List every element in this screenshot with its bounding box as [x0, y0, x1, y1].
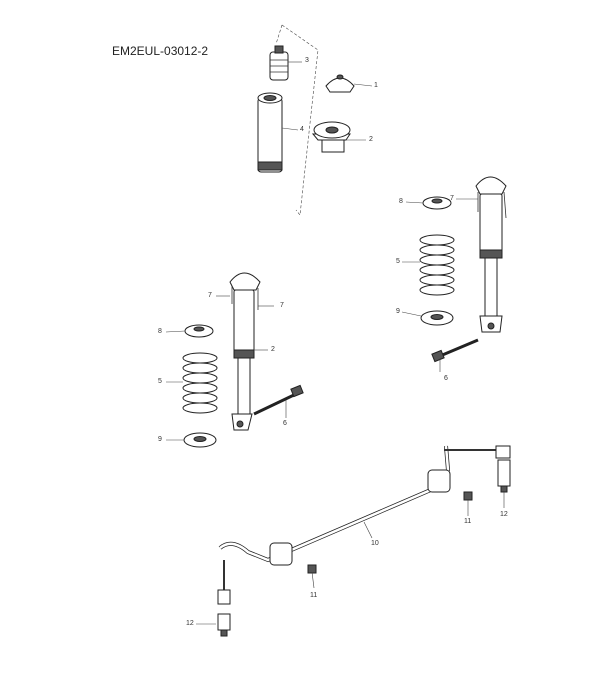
left-upper-spring-seat-hole [193, 326, 205, 332]
callout-6-right: 6 [444, 375, 448, 382]
assembly-guide-line [281, 24, 319, 216]
callout-9-left: 9 [158, 436, 162, 443]
right-stabilizer-link [444, 445, 511, 493]
callout-2-top: 2 [369, 136, 373, 143]
callout-12-left: 12 [186, 620, 194, 627]
dust-boot-part [257, 92, 283, 173]
callout-10: 10 [371, 540, 379, 547]
callout-9-right: 9 [396, 308, 400, 315]
callout-11-left: 11 [310, 592, 318, 599]
left-mounting-bolt [253, 384, 304, 416]
right-lower-spring-seat-hole [430, 314, 444, 320]
callout-5-left: 5 [158, 378, 162, 385]
callout-1: 1 [374, 82, 378, 89]
assembly-guide-line [275, 24, 283, 45]
bump-stop-part [269, 45, 289, 81]
callout-8-right: 8 [399, 198, 403, 205]
left-stabilizer-link [217, 560, 231, 637]
callout-5-right: 5 [396, 258, 400, 265]
callout-3: 3 [305, 57, 309, 64]
left-shock-absorber [229, 272, 261, 431]
diagram-reference-code: EM2EUL-03012-2 [112, 44, 209, 58]
callout-4: 4 [300, 126, 304, 133]
callout-2-left: 2 [271, 346, 275, 353]
callout-leaders [165, 61, 505, 625]
upper-mount-part [311, 121, 351, 153]
left-coil-spring [182, 352, 218, 414]
left-lower-spring-seat-hole [193, 436, 207, 442]
callout-12-right: 12 [500, 511, 508, 518]
callout-11-right: 11 [464, 518, 472, 525]
right-mounting-bolt [431, 338, 479, 363]
stabilizer-bar [218, 445, 473, 574]
callout-7-left-b: 7 [280, 302, 284, 309]
callout-7-right: 7 [450, 195, 454, 202]
right-coil-spring [419, 234, 455, 296]
upper-mount-cap-part [325, 74, 355, 93]
callout-6-left: 6 [283, 420, 287, 427]
right-upper-spring-seat-hole [431, 198, 443, 204]
callout-8-left: 8 [158, 328, 162, 335]
callout-7-left-a: 7 [208, 292, 212, 299]
right-shock-absorber [475, 176, 507, 333]
